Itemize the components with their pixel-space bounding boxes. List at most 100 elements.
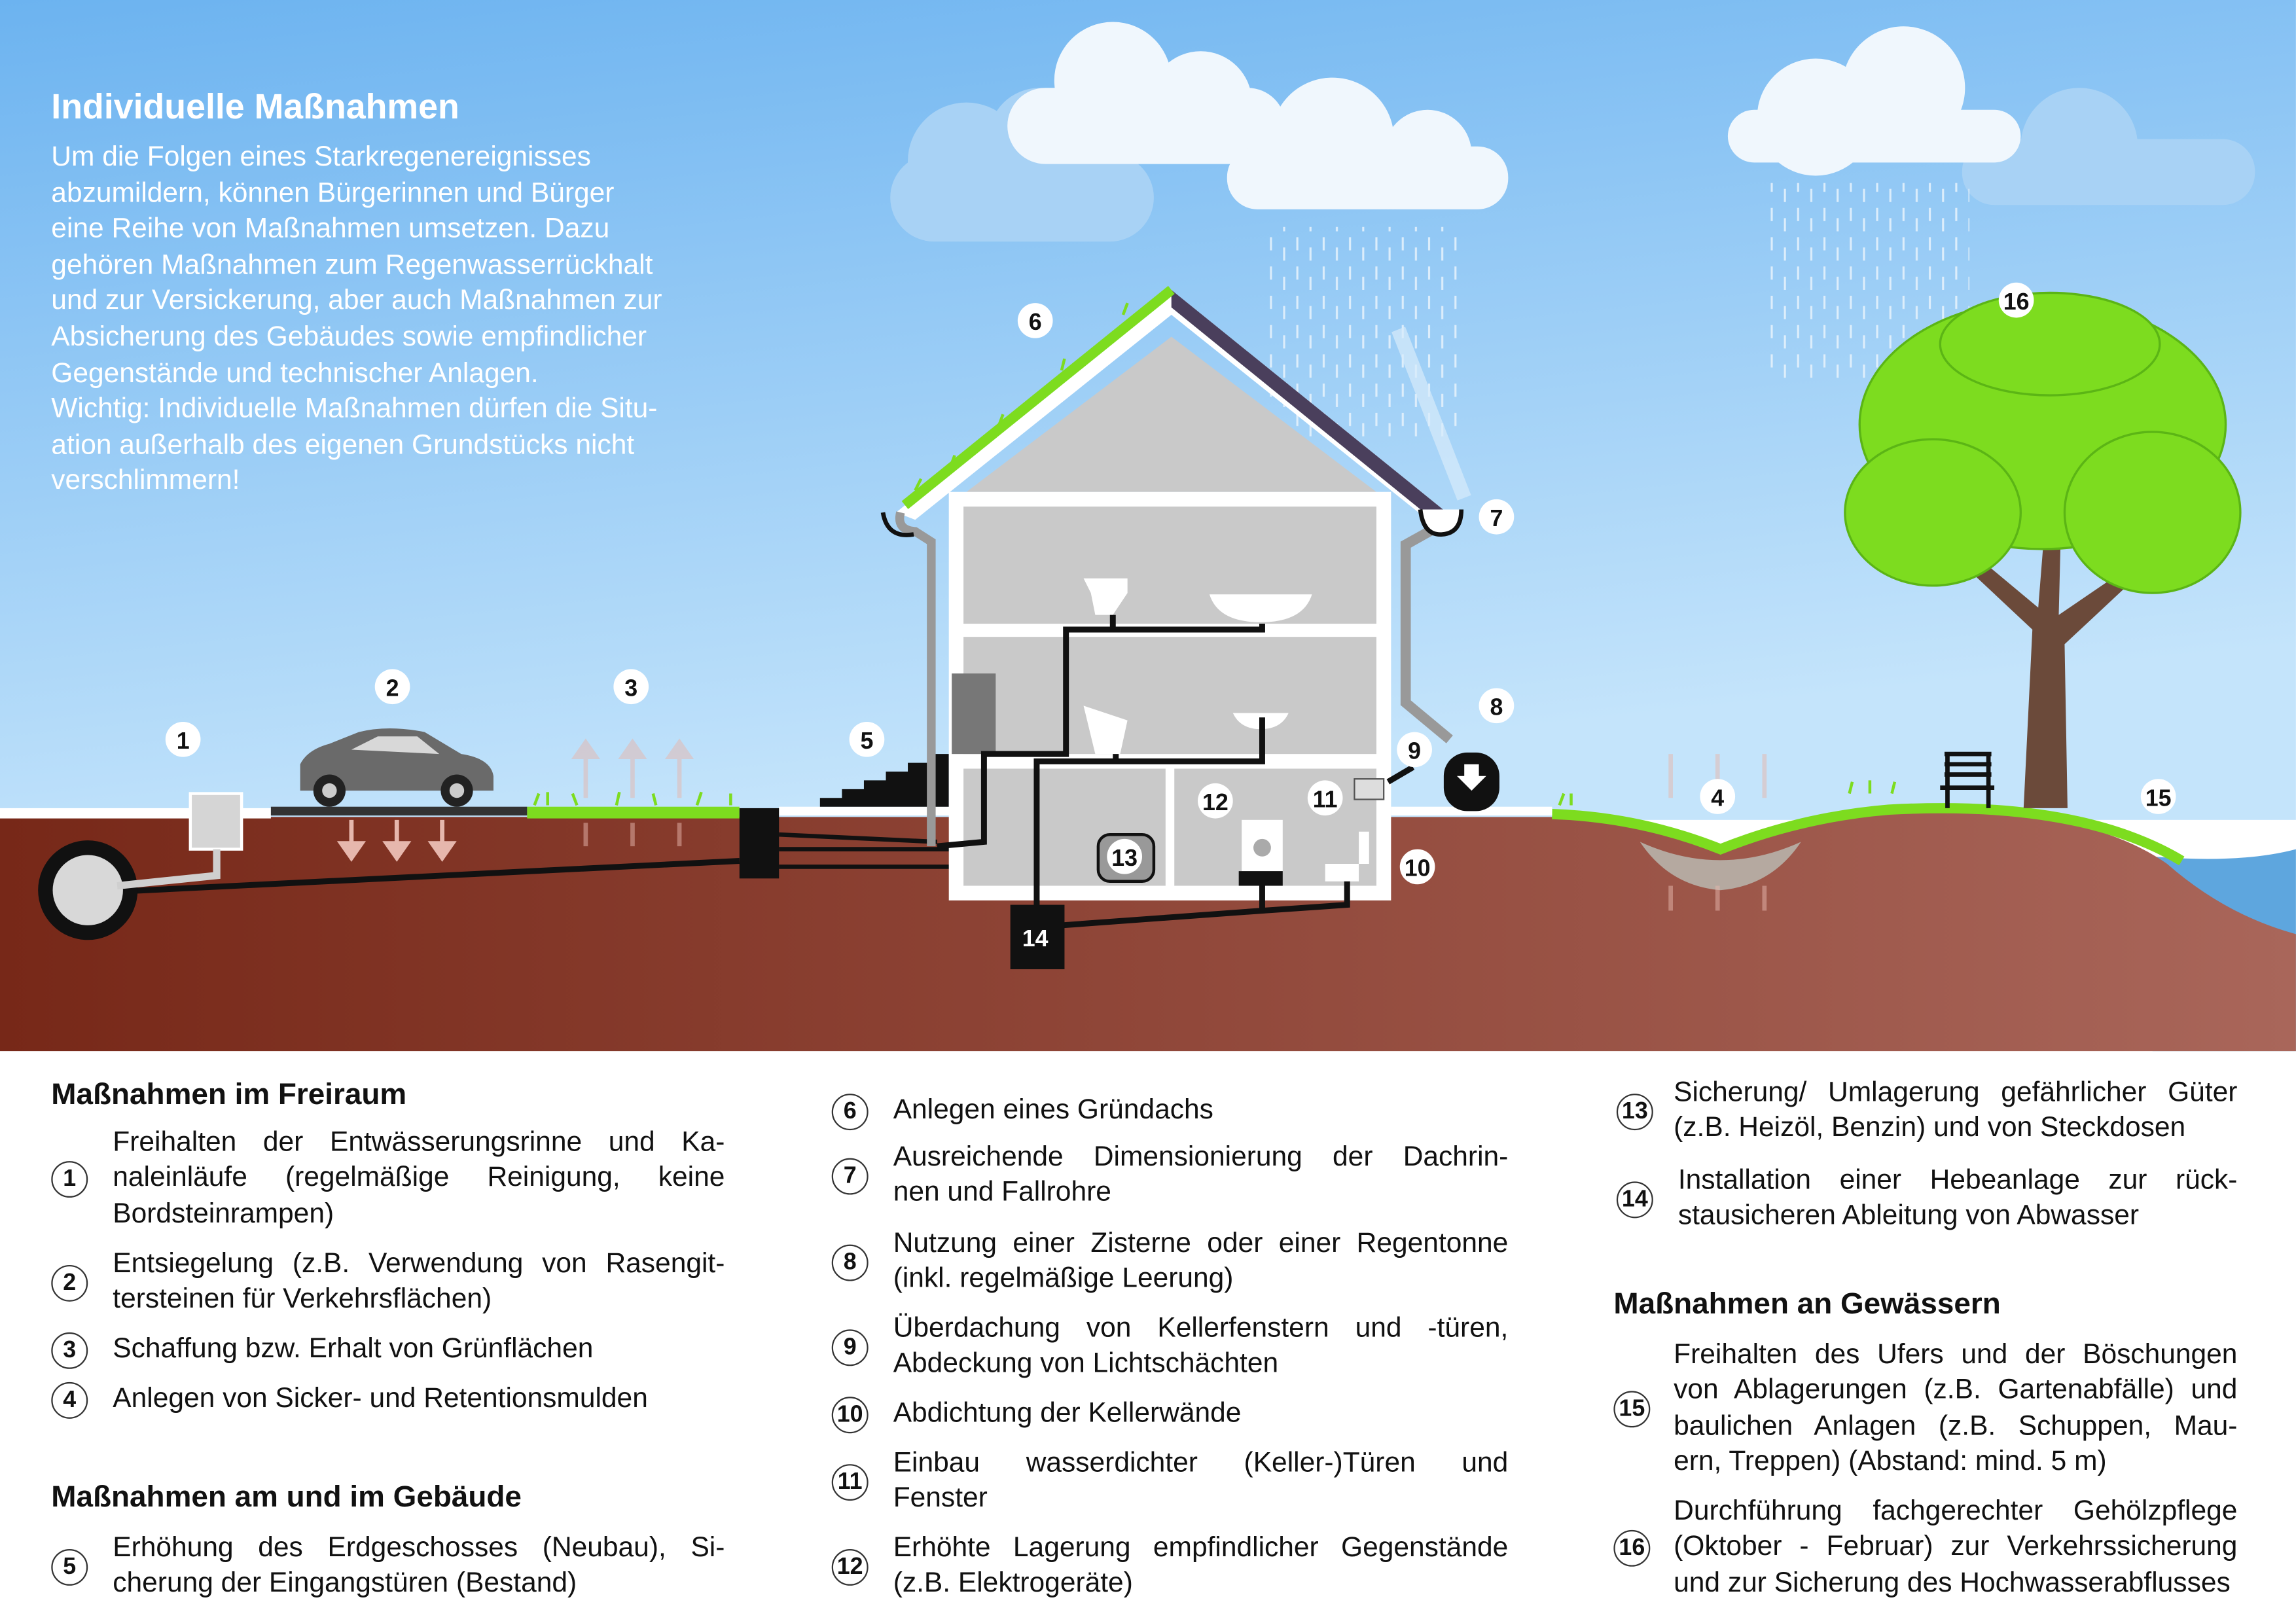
- marker-circle: [1399, 849, 1435, 885]
- legend-line: Entsiegelung (z.B. Verwendung von Raseng…: [113, 1248, 725, 1279]
- legend-number-badge: 7: [831, 1158, 869, 1194]
- bench-icon: [1940, 751, 1995, 808]
- rain-barrel: [1443, 752, 1499, 812]
- clouds: [1007, 22, 2021, 209]
- intro-line: ation außerhalb des eigenen Grundstücks …: [51, 430, 635, 461]
- legend-line: Anlegen eines Gründachs: [893, 1094, 1213, 1126]
- legend-line: Schaffung bzw. Erhalt von Grünflächen: [113, 1333, 594, 1364]
- marker-number: 6: [1029, 309, 1042, 335]
- legend-line: tersteinen für Verkehrsflächen): [113, 1284, 492, 1315]
- legend-item-text: Anlegen eines Gründachs: [893, 1094, 1509, 1130]
- marker-12: 12: [1198, 783, 1233, 819]
- marker-number: 8: [1490, 694, 1503, 721]
- legend-item-text: Entsiegelung (z.B. Verwendung von Raseng…: [113, 1247, 725, 1319]
- legend-line: Einbau wasserdichter (Keller-)Türen und: [893, 1448, 1509, 1479]
- legend-line: von Ablagerungen (z.B. Gartenabfälle) un…: [1674, 1375, 2238, 1406]
- legend-line: Abdeckung von Lichtschächten: [893, 1349, 1279, 1380]
- legend-line: Überdachung von Kellerfenstern und -türe…: [893, 1313, 1509, 1344]
- gully-pipe: [117, 849, 221, 890]
- marker-circle: [1307, 780, 1343, 816]
- legend-heading-gewaesser: Maßnahmen an Gewässern: [1613, 1287, 2001, 1321]
- legend-item-text: Freihalten der Entwässerungsrinne und Ka…: [113, 1126, 725, 1233]
- intro: Individuelle Maßnahmen Um die Folgen ein…: [51, 85, 725, 501]
- entrance-stairs: [819, 754, 949, 807]
- legend-line: Nutzung einer Zisterne oder einer Regent…: [893, 1228, 1509, 1259]
- marker-number: 16: [2003, 289, 2030, 315]
- marker-circle: [1479, 688, 1515, 724]
- intro-line: abzumildern, können Bürgerinnen und Bürg…: [51, 178, 615, 209]
- marker-number: 13: [1111, 845, 1138, 871]
- marker-4: 4: [1700, 779, 1736, 814]
- legend-item-text: Erhöhte Lagerung empfindlicher Gegenstän…: [893, 1531, 1509, 1603]
- legend-line: Sicherung/ Umlagerung gefährlicher Güter: [1674, 1077, 2238, 1109]
- marker-number: 4: [1711, 785, 1724, 811]
- marker-10: 10: [1399, 849, 1435, 885]
- legend-number-badge: 9: [831, 1329, 869, 1366]
- legend-item-text: Ausreichende Dimensionierung der Dachrin…: [893, 1140, 1509, 1212]
- legend-heading-freiraum: Maßnahmen im Freiraum: [51, 1077, 407, 1112]
- swale-gravel: [1640, 842, 1801, 891]
- sump-lifting-station: [1010, 904, 1065, 970]
- marker-circle: [1700, 779, 1736, 814]
- toilet: [1083, 705, 1128, 755]
- legend-line: Freihalten des Ufers und der Böschungen: [1674, 1339, 2238, 1370]
- legend-line: Fenster: [893, 1483, 988, 1514]
- intro-line: verschlimmern!: [51, 466, 240, 497]
- legend-item-text: Sicherung/ Umlagerung gefährlicher Güter…: [1674, 1076, 2237, 1148]
- marker-number: 10: [1405, 855, 1431, 882]
- legend-line: Anlegen von Sicker- und Retentionsmulden: [113, 1383, 648, 1414]
- internal-pipes: [937, 615, 1350, 930]
- marker-circle: [1198, 783, 1233, 819]
- legend-number-badge: 8: [831, 1244, 869, 1281]
- legend-line: Erhöhte Lagerung empfindlicher Gegenstän…: [893, 1532, 1509, 1563]
- marker-1: 1: [165, 721, 201, 757]
- legend-line: nen und Fallrohre: [893, 1177, 1111, 1209]
- legend-heading-gebaeude: Maßnahmen am und im Gebäude: [51, 1480, 522, 1514]
- sewer-inner: [52, 855, 123, 925]
- legend-number-badge: 16: [1613, 1529, 1651, 1567]
- legend-item-text: Schaffung bzw. Erhalt von Grünflächen: [113, 1332, 725, 1368]
- marker-circle: [1998, 282, 2034, 318]
- right-gutter: [1418, 509, 1464, 537]
- legend-item-text: Durchführung fachgerechter Gehölzpflege(…: [1674, 1495, 2237, 1602]
- intro-line: Gegenstände und technischer Anlagen.: [51, 358, 539, 389]
- legend-number-badge: 14: [1616, 1181, 1653, 1218]
- legend-line: ern, Treppen) (Abstand: mind. 5 m): [1674, 1446, 2107, 1478]
- intro-line: Um die Folgen eines Starkregenereignisse…: [51, 142, 591, 173]
- legend-line: naleinläufe (regelmäßige Reinigung, kein…: [113, 1162, 725, 1194]
- intro-text: Um die Folgen eines Starkregenereignisse…: [51, 141, 725, 501]
- house: [896, 285, 1447, 901]
- legend-number-badge: 6: [831, 1093, 869, 1130]
- legend-item-text: Nutzung einer Zisterne oder einer Regent…: [893, 1226, 1509, 1298]
- intro-title: Individuelle Maßnahmen: [51, 88, 459, 128]
- door: [952, 673, 996, 755]
- legend-number-badge: 5: [51, 1548, 88, 1586]
- marker-circle: [374, 669, 410, 705]
- marker-6: 6: [1017, 303, 1053, 338]
- legend-line: (z.B. Elektrogeräte): [893, 1568, 1133, 1599]
- marker-7: 7: [1479, 499, 1515, 535]
- right-gutter-downpipe: [1400, 520, 1453, 743]
- legend-number-badge: 2: [51, 1264, 88, 1302]
- marker-number: 7: [1490, 505, 1503, 531]
- legend-line: (z.B. Heizöl, Benzin) und von Steckdosen: [1674, 1113, 2186, 1144]
- legend-number-badge: 11: [831, 1463, 869, 1501]
- legend-line: Bordsteinrampen): [113, 1198, 334, 1230]
- legend-line: cherung der Eingangstüren (Bestand): [113, 1568, 577, 1599]
- inspection-shaft: [739, 808, 780, 879]
- basement-toilet: [1325, 831, 1369, 882]
- intro-line: und zur Versickerung, aber auch Maßnahme…: [51, 286, 662, 317]
- marker-circle: [2140, 779, 2176, 814]
- marker-circle: [849, 721, 885, 757]
- legend-line: stausicheren Ableitung von Abwasser: [1677, 1201, 2140, 1232]
- legend-line: Durchführung fachgerechter Gehölzpflege: [1674, 1495, 2238, 1527]
- marker-number: 1: [177, 728, 190, 754]
- legend-item-text: Erhöhung des Erdgeschosses (Neubau), Si-…: [113, 1531, 725, 1603]
- left-gutter: [880, 512, 914, 537]
- path-surface: [779, 806, 952, 816]
- basement-window: [1354, 778, 1385, 800]
